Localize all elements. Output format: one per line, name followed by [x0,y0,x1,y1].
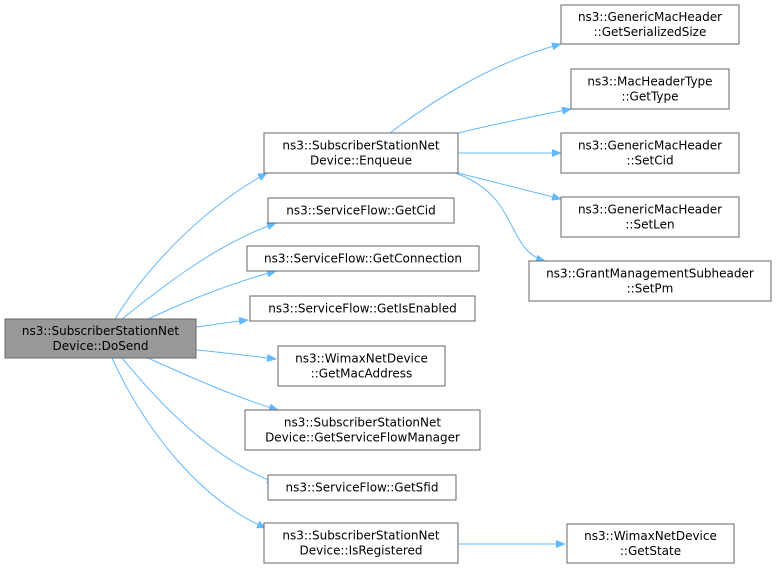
node-box [267,474,457,501]
node-label-line: ::GetMacAddress [311,367,413,381]
node-box [4,318,197,359]
node-box [277,345,446,387]
edge-line [457,172,562,201]
node-setpm[interactable]: ns3::GrantManagementSubheader::SetPm [528,260,772,302]
edge-line [195,349,277,362]
edge-line [457,106,572,134]
edge-enqueue-setpm [454,172,546,263]
node-box [244,409,481,451]
node-label-line: ::SetPm [627,282,674,296]
node-getstate[interactable]: ns3::WimaxNetDevice::GetState [566,523,735,564]
node-label-line: ns3::SubscriberStationNet [282,529,439,543]
edge-root-enqueue [114,172,268,320]
node-label-line: Device::GetServiceFlowManager [265,431,460,445]
node-label-line: ns3::GrantManagementSubheader [546,267,754,281]
edge-root-getisenabled [195,317,249,328]
node-label-line: ns3::ServiceFlow::GetIsEnabled [268,302,456,316]
edge-root-getserviceflowmanager [147,357,279,412]
node-label-line: ns3::SubscriberStationNet [282,139,439,153]
node-label-line: Device::IsRegistered [299,544,422,558]
edge-root-getconnection [147,269,277,320]
node-label-line: ns3::SubscriberStationNet [22,324,179,338]
node-label-line: ::GetType [621,90,678,104]
edge-line [121,357,277,484]
node-label-line: ns3::MacHeaderType [587,75,712,89]
edge-line [454,172,546,263]
node-box [566,523,735,564]
edge-line [195,317,249,328]
node-getsfid[interactable]: ns3::ServiceFlow::GetSfid [267,474,457,501]
node-label-line: ns3::GenericMacHeader [578,139,722,153]
node-label-line: ns3::WimaxNetDevice [584,529,717,543]
node-box [560,4,740,45]
node-getisenabled[interactable]: ns3::ServiceFlow::GetIsEnabled [249,295,476,322]
edge-enqueue-getserializedsize [389,42,562,134]
node-box [560,196,740,238]
node-label-line: ::SetLen [625,218,674,232]
edge-root-isregistered [111,357,267,529]
edge-line [147,357,279,412]
node-box [570,68,730,110]
node-box [263,132,459,174]
edge-line [121,222,277,320]
node-box [249,295,476,322]
edge-line [389,42,562,134]
node-getconnection[interactable]: ns3::ServiceFlow::GetConnection [246,245,480,272]
node-label-line: ns3::SubscriberStationNet [284,416,441,430]
node-box [263,522,459,564]
node-gettype[interactable]: ns3::MacHeaderType::GetType [570,68,730,110]
edge-root-getcid [121,222,277,320]
node-label-line: ns3::GenericMacHeader [578,203,722,217]
node-label-line: Device::DoSend [53,339,149,353]
nodes-layer: ns3::SubscriberStationNetDevice::DoSendn… [4,4,772,564]
node-label-line: ::GetState [620,544,681,558]
node-label-line: ns3::ServiceFlow::GetCid [286,204,435,218]
node-isregistered[interactable]: ns3::SubscriberStationNetDevice::IsRegis… [263,522,459,564]
node-label-line: ns3::WimaxNetDevice [295,352,428,366]
edge-root-getsfid [121,357,277,484]
edge-line [147,269,277,320]
node-setcid[interactable]: ns3::GenericMacHeader::SetCid [560,132,740,174]
node-box [528,260,772,302]
edge-line [114,172,268,320]
node-box [246,245,480,272]
node-label-line: ::SetCid [626,154,673,168]
edge-enqueue-setlen [457,172,562,201]
edge-enqueue-gettype [457,106,572,134]
node-label-line: ::GetSerializedSize [594,25,707,39]
node-box [267,197,455,224]
edges-layer [111,42,572,548]
node-label-line: Device::Enqueue [310,154,412,168]
edge-root-getmacaddress [195,349,277,362]
node-getserializedsize[interactable]: ns3::GenericMacHeader::GetSerializedSize [560,4,740,45]
node-box [560,132,740,174]
node-getserviceflowmanager[interactable]: ns3::SubscriberStationNetDevice::GetServ… [244,409,481,451]
node-label-line: ns3::ServiceFlow::GetConnection [264,252,462,266]
node-setlen[interactable]: ns3::GenericMacHeader::SetLen [560,196,740,238]
node-getcid[interactable]: ns3::ServiceFlow::GetCid [267,197,455,224]
node-getmacaddress[interactable]: ns3::WimaxNetDevice::GetMacAddress [277,345,446,387]
edge-line [111,357,267,529]
node-label-line: ns3::ServiceFlow::GetSfid [286,481,439,495]
node-label-line: ns3::GenericMacHeader [578,10,722,24]
